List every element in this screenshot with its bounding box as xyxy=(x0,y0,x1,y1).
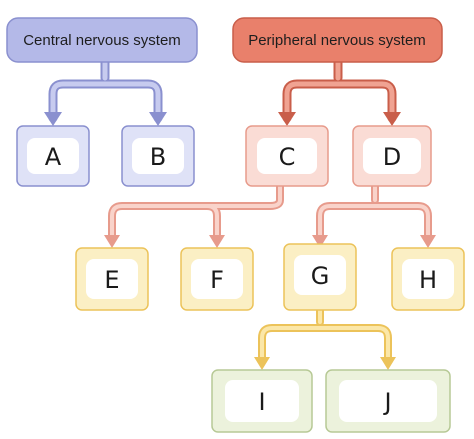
connector-c-to-ef xyxy=(108,180,284,244)
node-g: G xyxy=(283,243,357,311)
arrowhead-f xyxy=(209,235,225,248)
node-j-label: J xyxy=(382,388,391,416)
arrowhead-e xyxy=(104,235,120,248)
header-central-label: Central nervous system xyxy=(23,32,181,49)
node-b-label: B xyxy=(150,143,166,171)
arrowheads xyxy=(44,112,436,370)
node-f: F xyxy=(180,247,254,311)
node-b: B xyxy=(121,125,195,187)
node-e-label: E xyxy=(104,266,119,294)
arrowhead-i xyxy=(254,357,270,370)
node-h-label: H xyxy=(419,266,437,294)
arrowhead-a xyxy=(44,112,62,126)
arrowhead-h xyxy=(420,235,436,248)
header-central: Central nervous system xyxy=(6,17,198,63)
header-peripheral-label: Peripheral nervous system xyxy=(248,32,426,49)
node-a-label: A xyxy=(45,143,62,171)
arrowhead-j xyxy=(380,357,396,370)
node-c: C xyxy=(245,125,329,187)
arrowhead-b xyxy=(149,112,167,126)
node-i: I xyxy=(211,369,313,433)
node-e: E xyxy=(75,247,149,311)
connectors xyxy=(48,55,432,366)
connector-g-to-ij xyxy=(258,306,392,366)
arrowhead-g xyxy=(312,235,328,248)
node-i-label: I xyxy=(258,388,265,416)
node-a: A xyxy=(16,125,90,187)
node-d-label: D xyxy=(383,143,401,171)
header-peripheral: Peripheral nervous system xyxy=(232,17,443,63)
node-c-label: C xyxy=(279,143,296,171)
node-h: H xyxy=(391,247,465,311)
node-d: D xyxy=(352,125,432,187)
node-g-label: G xyxy=(311,262,330,290)
arrowhead-d xyxy=(383,112,401,126)
node-f-label: F xyxy=(210,266,224,294)
arrowhead-c xyxy=(278,112,296,126)
node-j: J xyxy=(325,369,451,433)
